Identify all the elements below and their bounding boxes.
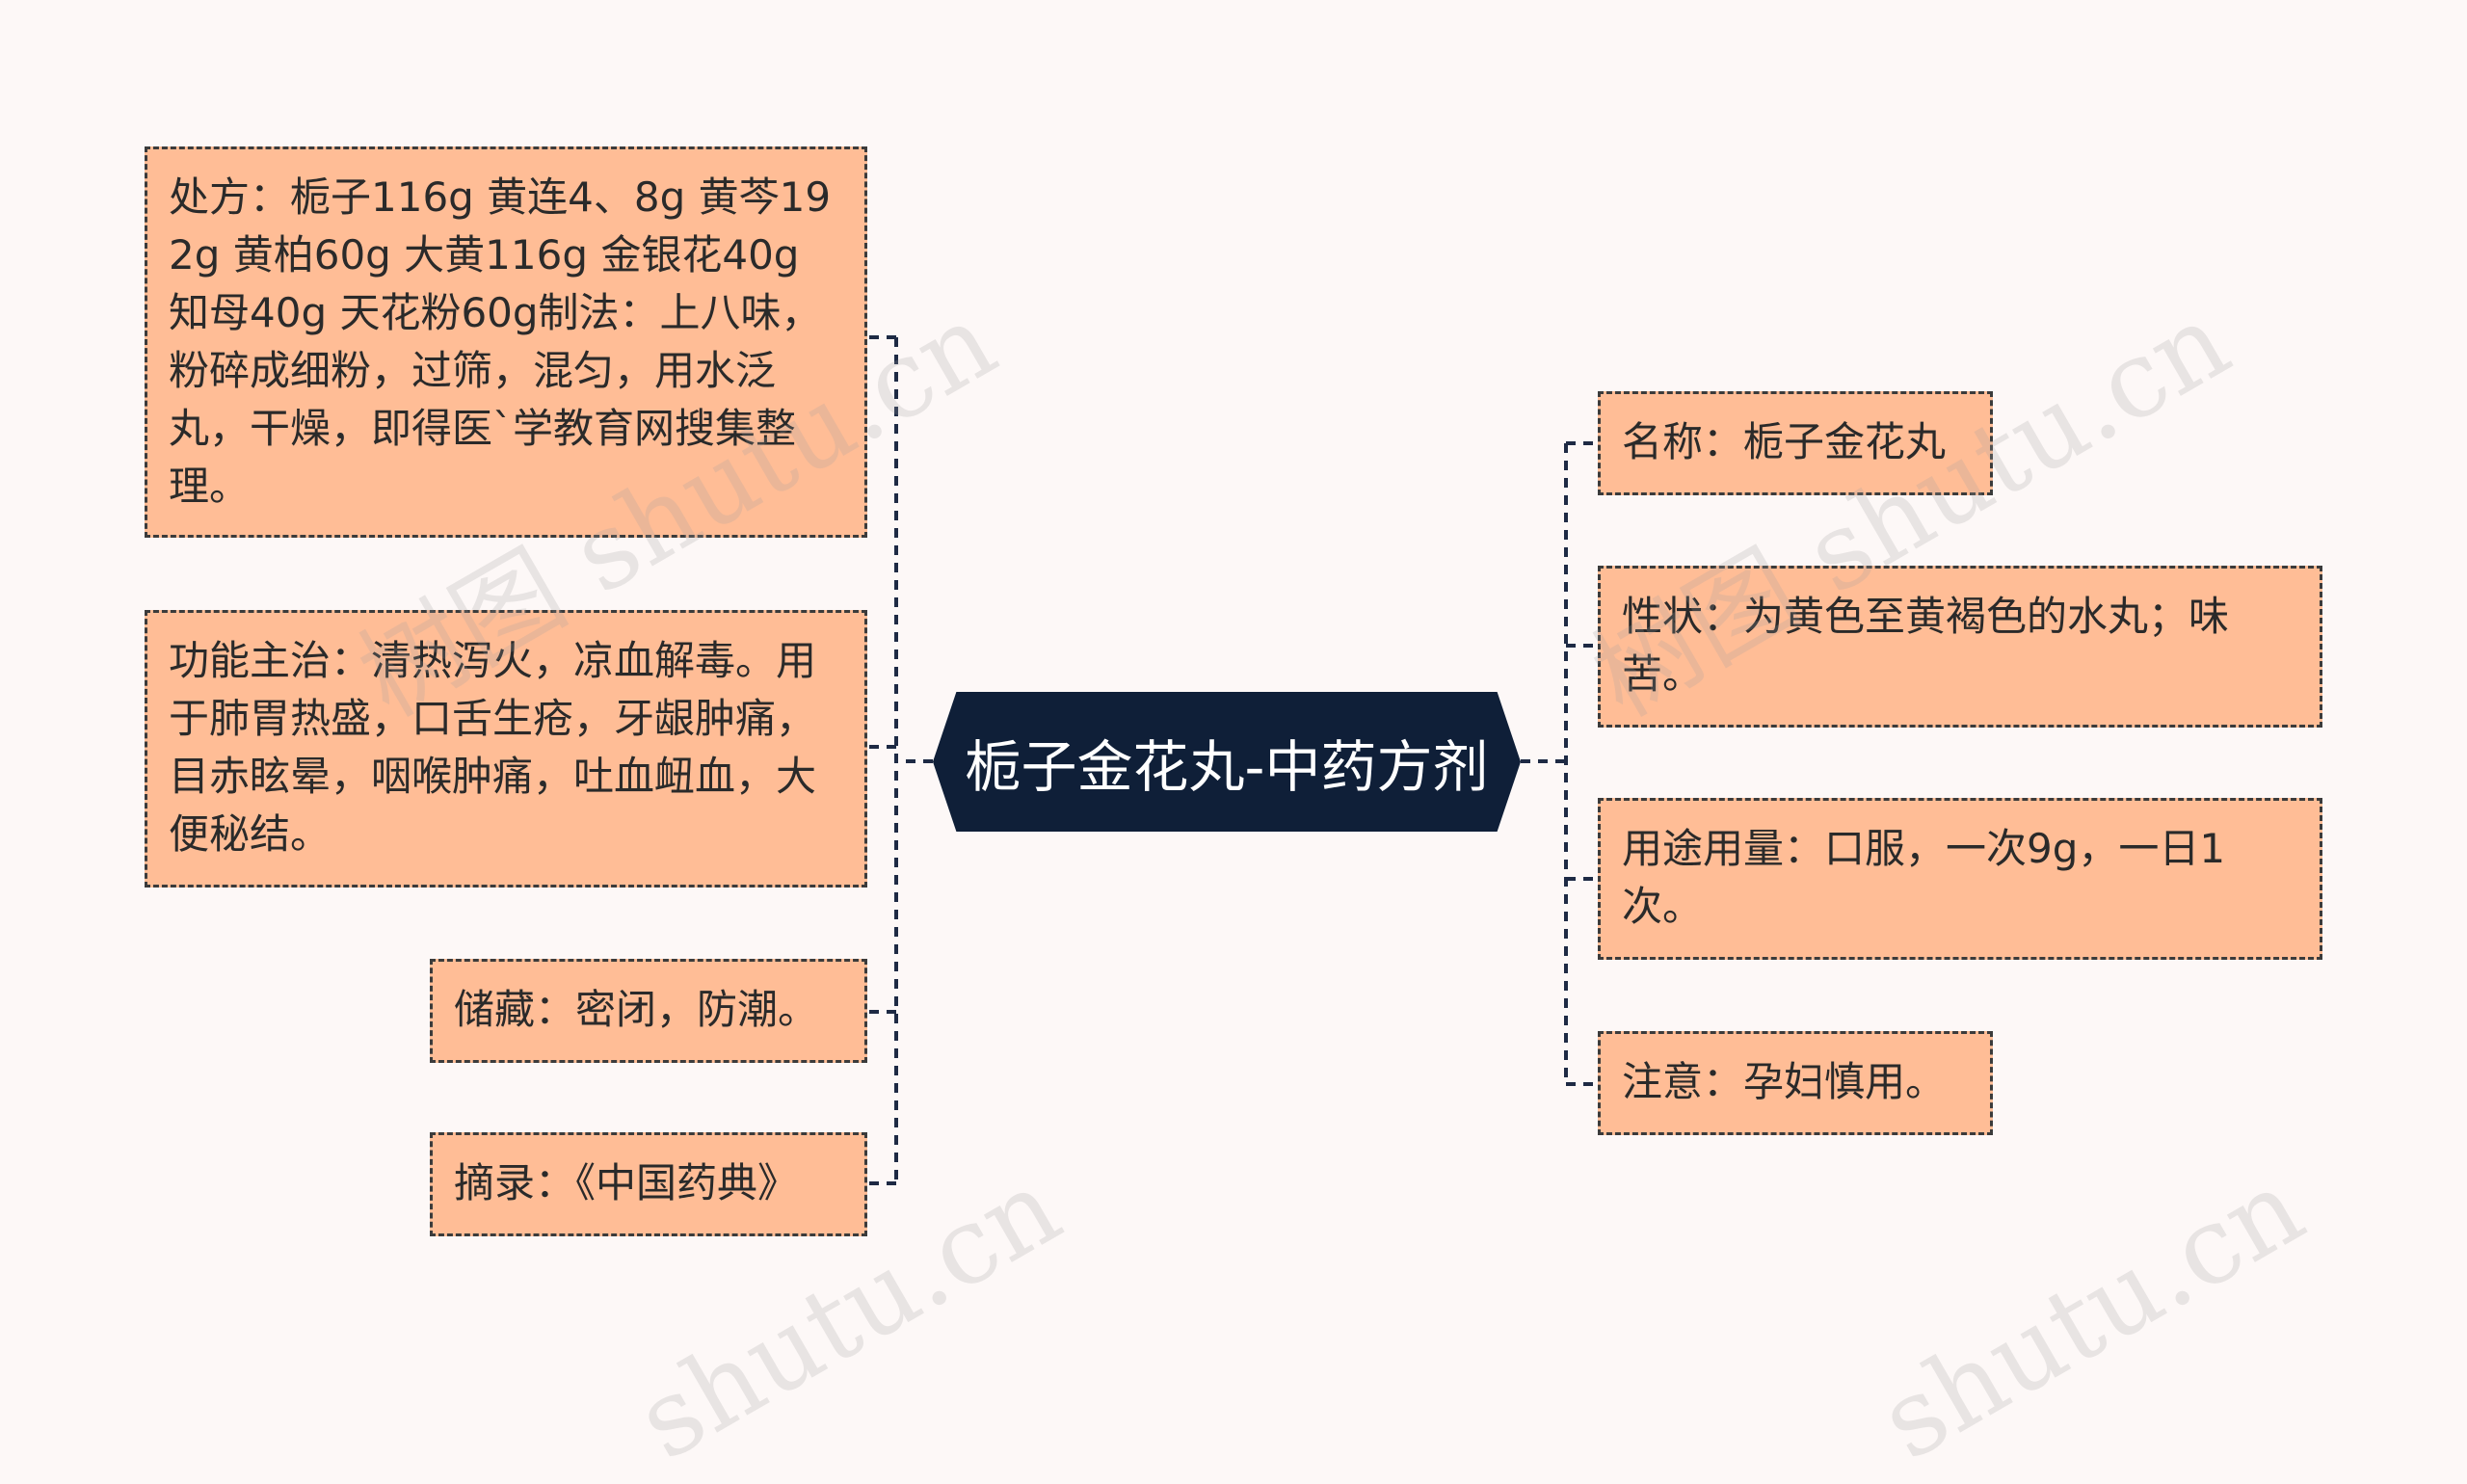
node-text: 名称：栀子金花丸 <box>1622 418 1947 465</box>
node-text: 功能主治：清热泻火，凉血解毒。用于肺胃热盛，口舌生疮，牙龈肿痛，目赤眩晕，咽喉肿… <box>169 637 817 858</box>
right-node-dosage[interactable]: 用途用量：口服，一次9g，一日1次。 <box>1598 798 2322 960</box>
node-text: 注意：孕妇慎用。 <box>1622 1058 1947 1105</box>
root-node[interactable]: 栀子金花丸-中药方剂 <box>933 692 1521 832</box>
right-node-appearance[interactable]: 性状：为黄色至黄褐色的水丸；味苦。 <box>1598 566 2322 728</box>
node-text: 处方：栀子116g 黄连4、8g 黄芩192g 黄柏60g 大黄116g 金银花… <box>169 173 832 510</box>
right-node-caution[interactable]: 注意：孕妇慎用。 <box>1598 1031 1993 1135</box>
node-text: 性状：为黄色至黄褐色的水丸；味苦。 <box>1622 593 2230 698</box>
mind-map-canvas: 栀子金花丸-中药方剂 处方：栀子116g 黄连4、8g 黄芩192g 黄柏60g… <box>145 146 2322 1484</box>
left-node-prescription[interactable]: 处方：栀子116g 黄连4、8g 黄芩192g 黄柏60g 大黄116g 金银花… <box>145 146 867 538</box>
left-node-source[interactable]: 摘录：《中国药典》 <box>430 1132 867 1236</box>
right-node-name[interactable]: 名称：栀子金花丸 <box>1598 391 1993 495</box>
node-text: 用途用量：口服，一次9g，一日1次。 <box>1622 825 2226 930</box>
connector-left-trunk <box>894 337 933 1183</box>
left-node-indications[interactable]: 功能主治：清热泻火，凉血解毒。用于肺胃热盛，口舌生疮，牙龈肿痛，目赤眩晕，咽喉肿… <box>145 610 867 888</box>
connector-lines <box>865 335 1600 1185</box>
node-text: 储藏：密闭，防潮。 <box>454 986 819 1033</box>
connector-right-trunk <box>1521 443 1568 1084</box>
root-title: 栀子金花丸-中药方剂 <box>965 733 1489 800</box>
left-node-storage[interactable]: 储藏：密闭，防潮。 <box>430 959 867 1063</box>
node-text: 摘录：《中国药典》 <box>454 1159 799 1206</box>
